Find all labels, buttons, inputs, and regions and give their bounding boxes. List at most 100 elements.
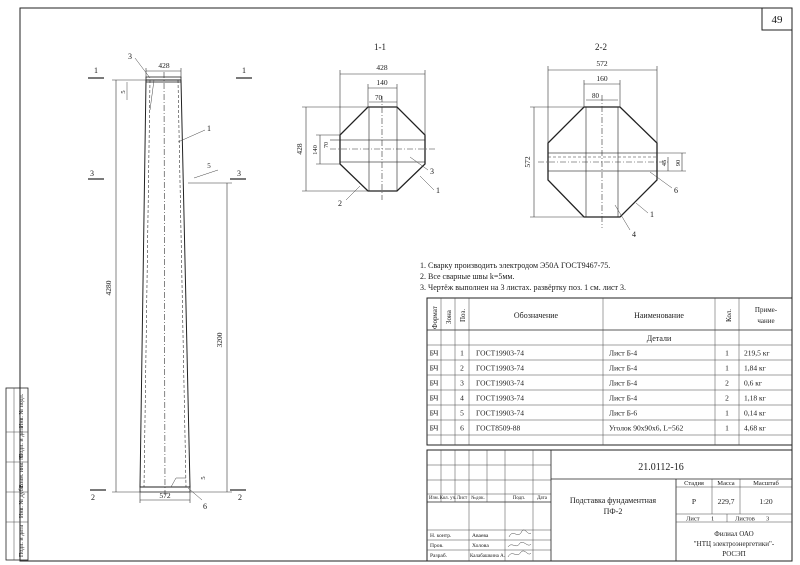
s11-dim-flat: 140 [376,78,388,87]
spec-cell-format: БЧ [430,394,439,403]
page-number-box [761,7,793,31]
elev-callout-1: 1 [207,124,211,133]
signer-name-2: Холова [472,543,489,549]
s22-callout-4: 4 [632,230,636,239]
margin-label-1: Инв. № подл. [19,393,25,428]
spec-header-zone: Зона [445,309,453,324]
spec-cell-format: БЧ [430,349,439,358]
sheets-total: 3 [766,516,769,523]
spec-cell-pos: 4 [460,394,464,403]
s22-dim-angle: 45 [661,160,668,167]
spec-cell-designation: ГОСТ19903-74 [476,364,524,373]
spec-cell-qty: 1 [725,349,729,358]
rev-header-date: Дата [537,496,548,501]
org-line-3: РОСЭП [722,550,745,558]
spec-cell-name: Лист Б-4 [609,394,637,403]
col-mass: Масса [717,480,735,487]
table-row: БЧ 6 ГОСТ8509-88 Уголок 90x90x6, L=562 1 4,68… [430,424,766,433]
spec-cell-pos: 6 [460,424,464,433]
spec-cell-qty: 1 [725,424,729,433]
spec-table: Формат Зона Поз. Обозначение Наименовани… [426,297,793,446]
elev-section-3-left: 3 [90,169,94,178]
sheet-label: Лист [686,516,700,523]
elev-section-2-left: 2 [91,493,95,502]
spec-cell-pos: 3 [460,379,464,388]
spec-cell-name: Лист Б-6 [609,409,637,418]
elev-weld-top: 5 [120,90,127,93]
spec-cell-note: 219,5 кг [744,349,769,358]
spec-header-note-2: чание [757,317,774,325]
spec-cell-note: 1,84 кг [744,364,766,373]
spec-cell-pos: 1 [460,349,464,358]
spec-cell-format: БЧ [430,379,439,388]
spec-section-title: Детали [647,334,672,343]
elev-callout-3: 3 [128,52,132,61]
note-2: 2. Все сварные швы k=5мм. [420,272,514,281]
s11-callout-2: 2 [338,199,342,208]
sheet-number: 1 [711,516,714,523]
note-3: 3. Чертёж выполнен на 3 листах. развёртк… [420,283,626,292]
rev-header-izm: Изм. [429,496,439,501]
rev-header-sign: Подп. [513,496,525,501]
drawing-title-2: ПФ-2 [604,507,623,516]
s11-dim-side-small: 70 [324,142,330,148]
elev-dim-lower-height: 3200 [215,332,224,347]
section-2-2: 2-2 572 160 80 572 45 90 6 1 4 [523,42,686,239]
signer-role-3: Разраб. [430,552,448,559]
s11-dim-side: 140 [312,145,319,155]
elev-section-1-right: 1 [242,66,246,75]
scale-value: 1:20 [759,497,773,506]
elev-dim-top-width: 428 [158,61,170,70]
section-2-2-title: 2-2 [595,42,607,52]
spec-cell-name: Лист Б-4 [609,379,637,388]
stage-value: Р [692,497,696,506]
spec-cell-qty: 2 [725,394,729,403]
signer-role-1: Н. контр. [430,533,452,539]
spec-header-name: Наименование [634,311,684,320]
s11-dim-height: 428 [295,143,304,155]
spec-cell-format: БЧ [430,364,439,373]
elev-weld-bottom: 5 [200,476,207,479]
org-line-1: Филиал ОАО [714,530,753,538]
spec-cell-name: Уголок 90x90x6, L=562 [609,424,684,433]
spec-cell-format: БЧ [430,409,439,418]
rev-header-kol: Кол. уч. [440,496,457,501]
elev-section-2-right: 2 [238,493,242,502]
spec-header-note-1: Приме- [755,306,778,314]
s22-callout-1: 1 [650,210,654,219]
spec-cell-note: 0,6 кг [744,379,762,388]
table-row: БЧ 1 ГОСТ19903-74 Лист Б-4 1 219,5 кг [430,349,770,358]
spec-cell-designation: ГОСТ19903-74 [476,409,524,418]
margin-label-5: Подп. и дата [19,525,25,557]
margin-label-2: Подп. и дата [19,426,25,458]
signer-role-2: Пров. [430,543,444,549]
s22-dim-web: 80 [592,92,600,100]
spec-cell-designation: ГОСТ8509-88 [476,424,520,433]
signature-1 [508,529,532,538]
spec-header-pos: Поз. [459,309,467,322]
signature-3 [507,550,532,558]
spec-cell-name: Лист Б-4 [609,349,637,358]
spec-header-format: Формат [431,306,439,329]
spec-cell-qty: 1 [725,409,729,418]
spec-cell-name: Лист Б-4 [609,364,637,373]
spec-header-qty: Кол. [725,309,733,322]
section-1-1: 1-1 428 140 70 428 140 70 3 1 2 [295,42,440,208]
notes-block: 1. Сварку производить электродом Э50А ГО… [420,261,626,292]
spec-cell-designation: ГОСТ19903-74 [476,379,524,388]
spec-cell-designation: ГОСТ19903-74 [476,349,524,358]
spec-cell-note: 4,68 кг [744,424,766,433]
spec-cell-note: 1,18 кг [744,394,766,403]
elev-callout-6: 6 [203,502,207,511]
spec-cell-format: БЧ [430,424,439,433]
s11-dim-web: 70 [375,94,383,102]
section-1-1-title: 1-1 [374,42,386,52]
s11-callout-3: 3 [430,167,434,176]
spec-cell-pos: 5 [460,409,464,418]
doc-code: 21.0112-16 [638,462,683,473]
